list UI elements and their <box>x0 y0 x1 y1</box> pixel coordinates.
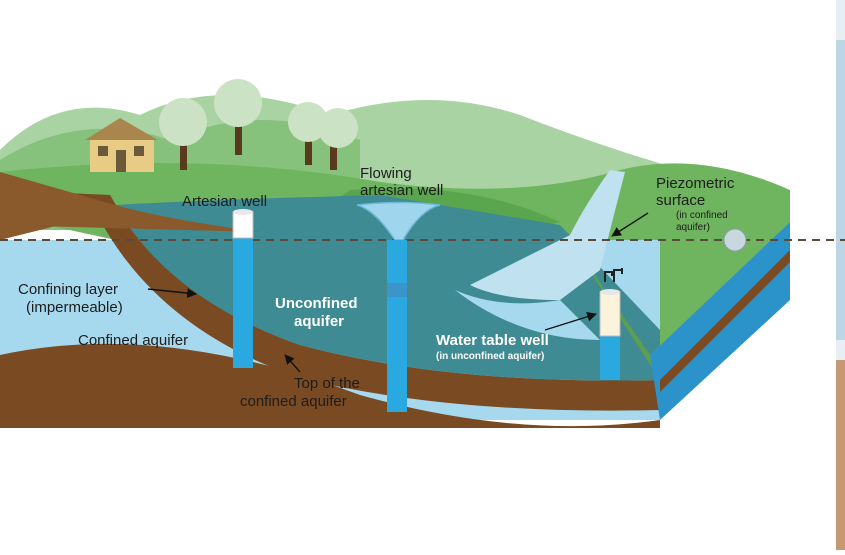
label-artesian-well: Artesian well <box>182 193 267 210</box>
label-confining-2: (impermeable) <box>26 299 123 316</box>
label-unconfined-1: Unconfined <box>275 295 358 312</box>
arrow-confining-layer <box>147 288 197 298</box>
flowing-artesian-well <box>356 201 441 412</box>
right-block-soil-band <box>660 250 790 392</box>
label-water-table-note: (in unconfined aquifer) <box>436 351 544 362</box>
top-soil-edge <box>0 208 120 240</box>
trees <box>159 79 358 170</box>
edge-strip-brown <box>836 360 845 550</box>
label-piezometric-1: Piezometric <box>656 175 735 192</box>
label-confining-1: Confining layer <box>18 281 118 298</box>
water-table-well <box>599 268 623 380</box>
arrow-piezometric <box>611 212 649 237</box>
label-water-table-well: Water table well <box>436 332 549 349</box>
house <box>85 118 158 172</box>
edge-strip-blue <box>836 40 845 340</box>
arrow-water-table-well <box>544 311 597 331</box>
label-flowing-2: artesian well <box>360 182 443 199</box>
river-bed <box>455 290 600 340</box>
label-confined-aquifer: Confined aquifer <box>78 332 188 349</box>
label-unconfined-2: aquifer <box>294 313 344 330</box>
label-flowing-1: Flowing <box>360 165 412 182</box>
artesian-well <box>232 209 254 368</box>
label-piezometric-2: surface <box>656 192 705 209</box>
label-piezometric-note-2: aquifer) <box>676 222 710 233</box>
label-piezometric-note-1: (in confined <box>676 210 728 221</box>
river <box>470 170 625 300</box>
arrow-top-confined <box>284 354 301 373</box>
pump-handle-icon <box>604 268 623 282</box>
label-top-confined-1: Top of the <box>294 375 360 392</box>
piezometric-marker-icon <box>723 228 747 252</box>
bottom-soil-layer <box>0 343 660 428</box>
label-top-confined-2: confined aquifer <box>240 393 347 410</box>
